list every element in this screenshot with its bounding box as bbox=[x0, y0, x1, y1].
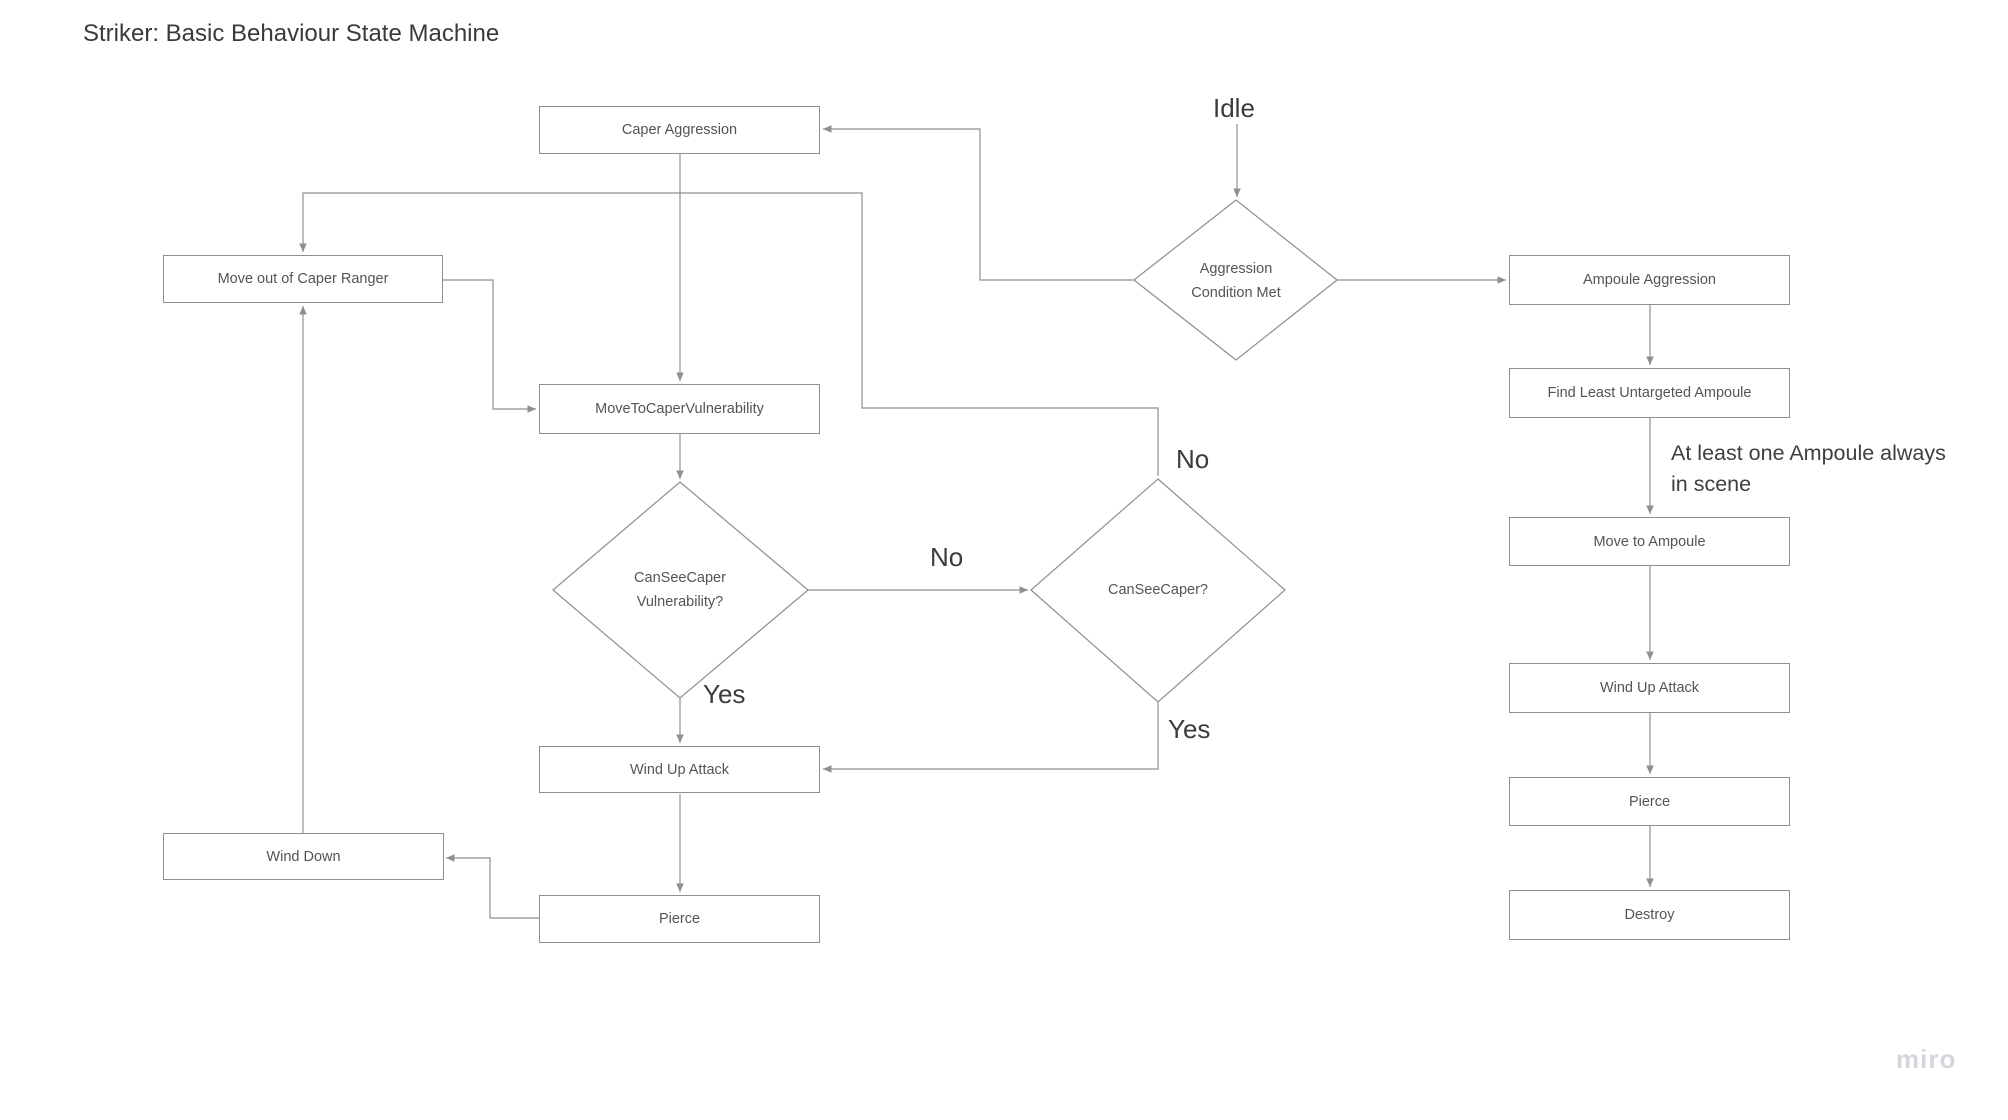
node-label: MoveToCaperVulnerability bbox=[595, 401, 764, 417]
label-no-canseecaper-to-move-out[interactable]: No bbox=[1176, 444, 1210, 474]
node-label: Wind Up Attack bbox=[629, 761, 730, 778]
decision-label-canseecaper[interactable]: CanSeeCaper? bbox=[1108, 582, 1208, 598]
node-label: Wind Up Attack bbox=[1599, 680, 1700, 696]
node-move-out-of-caper-ranger[interactable]: Move out of Caper Ranger bbox=[163, 255, 443, 303]
decision-label-aggression-condition-met[interactable]: Aggression Condition Met bbox=[1191, 261, 1281, 301]
node-label: Pierce bbox=[658, 911, 701, 927]
note-line: At least one Ampoule always bbox=[1671, 441, 1946, 465]
node-find-least-untargeted-ampoule[interactable]: Find Least Untargeted Ampoule bbox=[1509, 368, 1790, 418]
edge-pierce-to-wind-down[interactable] bbox=[446, 854, 539, 919]
node-label: Move out of Caper Ranger bbox=[217, 271, 389, 287]
node-pierce-right[interactable]: Pierce bbox=[1509, 777, 1790, 826]
node-move-to-caper-vulnerability[interactable]: MoveToCaperVulnerability bbox=[539, 384, 820, 434]
node-caper-aggression[interactable]: Caper Aggression bbox=[539, 106, 820, 154]
node-label: Wind Down bbox=[266, 848, 341, 865]
node-label: Caper Aggression bbox=[621, 122, 738, 138]
board-title[interactable]: Striker: Basic Behaviour State Machine bbox=[83, 20, 500, 47]
decision-canseecaper[interactable] bbox=[1030, 478, 1286, 703]
note-ampoule-always-in-scene[interactable]: At least one Ampoule always in scene bbox=[1671, 438, 1946, 500]
node-wind-up-attack-right[interactable]: Wind Up Attack bbox=[1509, 663, 1790, 713]
node-label: Move to Ampoule bbox=[1593, 533, 1706, 550]
node-pierce-left[interactable]: Pierce bbox=[539, 895, 820, 943]
node-ampoule-aggression[interactable]: Ampoule Aggression bbox=[1509, 255, 1790, 305]
label-yes-canseecaper-to-wind-up[interactable]: Yes bbox=[1168, 714, 1211, 744]
node-wind-down[interactable]: Wind Down bbox=[163, 833, 444, 880]
decision-label-canseecaper-vulnerability[interactable]: CanSeeCaper Vulnerability? bbox=[634, 570, 726, 610]
node-destroy[interactable]: Destroy bbox=[1509, 890, 1790, 940]
node-wind-up-attack-left[interactable]: Wind Up Attack bbox=[539, 746, 820, 793]
label-yes-vulnerability-to-wind-up[interactable]: Yes bbox=[703, 679, 746, 709]
edge-move-out-to-movetocapervulnerability[interactable] bbox=[443, 279, 536, 413]
label-idle[interactable]: Idle bbox=[1213, 93, 1255, 123]
node-label: Pierce bbox=[1628, 793, 1671, 810]
edge-canseecaper-no-to-move-out[interactable] bbox=[299, 192, 1159, 476]
node-move-to-ampoule[interactable]: Move to Ampoule bbox=[1509, 517, 1790, 566]
note-line: in scene bbox=[1671, 472, 1752, 496]
miro-logo: miro bbox=[1896, 1044, 1957, 1074]
decision-canseecaper-vulnerability[interactable] bbox=[552, 481, 809, 699]
label-no-vulnerability-to-canseecaper[interactable]: No bbox=[930, 542, 964, 572]
edge-canseecaper-yes-to-wind-up-attack[interactable] bbox=[823, 702, 1159, 773]
node-label: Ampoule Aggression bbox=[1583, 272, 1716, 288]
decision-aggression-condition-met[interactable] bbox=[1133, 199, 1338, 361]
node-label: Find Least Untargeted Ampoule bbox=[1547, 385, 1752, 401]
edge-aggression-condition-to-caper-aggression[interactable] bbox=[823, 125, 1134, 281]
node-label: Destroy bbox=[1624, 907, 1675, 923]
